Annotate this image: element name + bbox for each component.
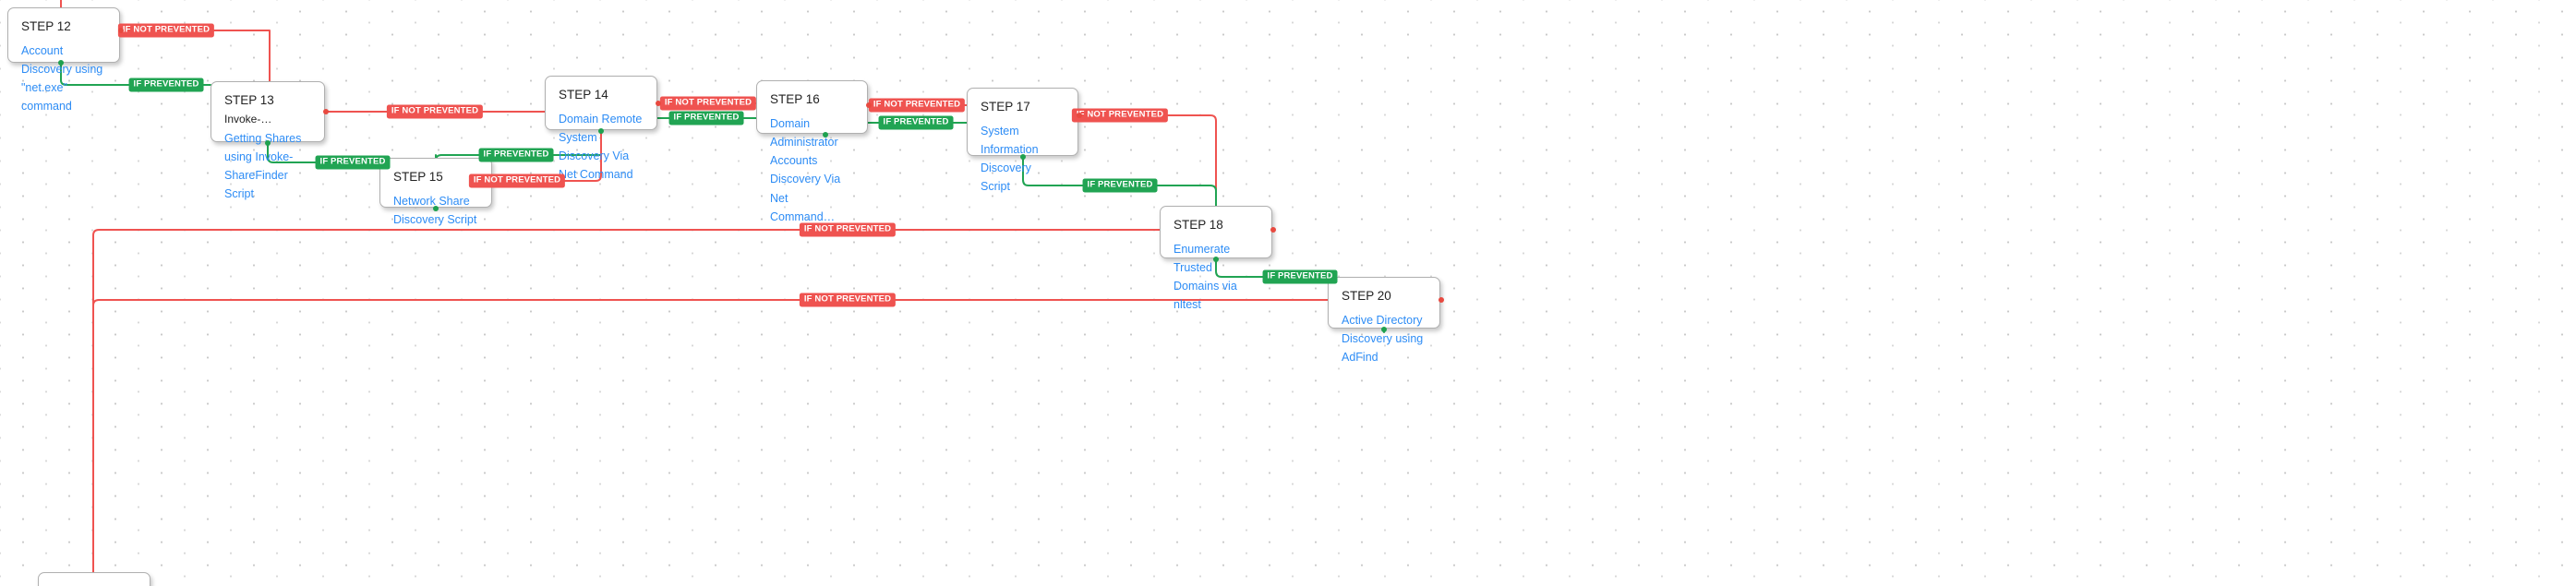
connector-dot-step17-bottom [1020, 154, 1026, 160]
node-step18-title: Enumerate Trusted Domains via nltest [1174, 242, 1237, 312]
edge-label-step12-not-prevented[interactable]: IF NOT PREVENTED [117, 23, 215, 38]
edge-step12-prevented [60, 62, 211, 86]
edge-step20-not-prevented [92, 299, 1329, 573]
node-step20-step: STEP 20 [1342, 289, 1391, 303]
connector-dot-step20-bottom [1381, 327, 1387, 332]
connector-dot-step13-right [323, 109, 329, 114]
edge-label-step16-not-prevented[interactable]: IF NOT PREVENTED [868, 98, 966, 113]
edge-step15-not-prevented [491, 129, 602, 182]
edge-label-step14-prevented[interactable]: IF PREVENTED [668, 111, 744, 126]
node-step16-title: Domain Administrator Accounts Discovery … [770, 116, 841, 223]
edge-label-step18-not-prevented[interactable]: IF NOT PREVENTED [799, 222, 897, 237]
connector-dot-step16-right [866, 102, 872, 108]
node-step12-title: Account Discovery using "net.exe" comman… [21, 43, 103, 114]
edge-label-step16-prevented[interactable]: IF PREVENTED [878, 115, 954, 130]
node-step17-step: STEP 17 [981, 100, 1030, 114]
connector-dot-step17-right [1077, 113, 1082, 118]
node-step15-title: Network Share Discovery Script [393, 194, 477, 226]
edge-label-step17-prevented[interactable]: IF PREVENTED [1082, 178, 1158, 193]
connector-dot-step18-right [1270, 227, 1276, 233]
edge-step17-not-prevented [1077, 114, 1217, 207]
node-step12-step: STEP 12 [21, 19, 71, 33]
node-step18-step: STEP 18 [1174, 218, 1223, 232]
edge-step18-prevented [1215, 257, 1329, 278]
edge-label-step18-prevented[interactable]: IF PREVENTED [1262, 269, 1338, 284]
edge-label-step13-not-prevented[interactable]: IF NOT PREVENTED [386, 104, 484, 119]
connector-dot-step14-bottom [598, 128, 604, 134]
node-step14-step: STEP 14 [559, 88, 608, 102]
edge-step18-not-prevented [92, 229, 1161, 573]
connector-dot-step15-bottom [433, 206, 439, 211]
connector-dot-step16-bottom [823, 132, 828, 138]
node-step16-step: STEP 16 [770, 92, 820, 106]
node-bottom-partial[interactable] [38, 572, 150, 586]
edge-label-step14-not-prevented[interactable]: IF NOT PREVENTED [659, 96, 757, 111]
edge-step13-prevented [267, 141, 380, 163]
node-step13-title: Getting Shares using Invoke- ShareFinder… [224, 131, 302, 201]
connector-dot-step12-bottom [58, 60, 64, 66]
node-step17-title: System Information Discovery Script [981, 124, 1039, 194]
node-step18[interactable]: STEP 18 Enumerate Trusted Domains via nl… [1160, 206, 1272, 311]
connector-dot-step14-right [656, 101, 661, 106]
node-step15-step: STEP 15 [393, 170, 443, 184]
node-step13-step: STEP 13 [224, 93, 274, 107]
node-step12[interactable]: STEP 12 Account Discovery using "net.exe… [7, 7, 120, 113]
edge-label-step15-prevented[interactable]: IF PREVENTED [478, 148, 554, 162]
edge-label-step13-prevented[interactable]: IF PREVENTED [315, 155, 391, 170]
edge-label-step12-prevented[interactable]: IF PREVENTED [128, 78, 204, 92]
edge-label-step17-not-prevented[interactable]: IF NOT PREVENTED [1071, 108, 1169, 123]
node-step20-title: Active Directory Discovery using AdFind [1342, 313, 1424, 365]
node-step17[interactable]: STEP 17 System Information Discovery Scr… [967, 88, 1078, 193]
node-step14[interactable]: STEP 14 Domain Remote System Discovery V… [545, 76, 657, 181]
node-step13-subtitle: Invoke-… [224, 112, 272, 126]
edge-label-step20-not-prevented[interactable]: IF NOT PREVENTED [799, 293, 897, 307]
node-step20[interactable]: STEP 20 Active Directory Discovery using… [1328, 277, 1440, 364]
node-step13[interactable]: STEP 13 Invoke-… Getting Shares using In… [211, 81, 325, 200]
node-step16[interactable]: STEP 16 Domain Administrator Accounts Di… [756, 80, 868, 223]
connector-dot-step12-right [118, 28, 124, 33]
node-step14-title: Domain Remote System Discovery Via Net C… [559, 112, 643, 182]
edge-label-step15-not-prevented[interactable]: IF NOT PREVENTED [468, 173, 566, 188]
connector-dot-step13-bottom [265, 140, 271, 146]
connector-dot-step18-bottom [1213, 257, 1219, 262]
connector-dot-step20-right [1438, 297, 1444, 303]
